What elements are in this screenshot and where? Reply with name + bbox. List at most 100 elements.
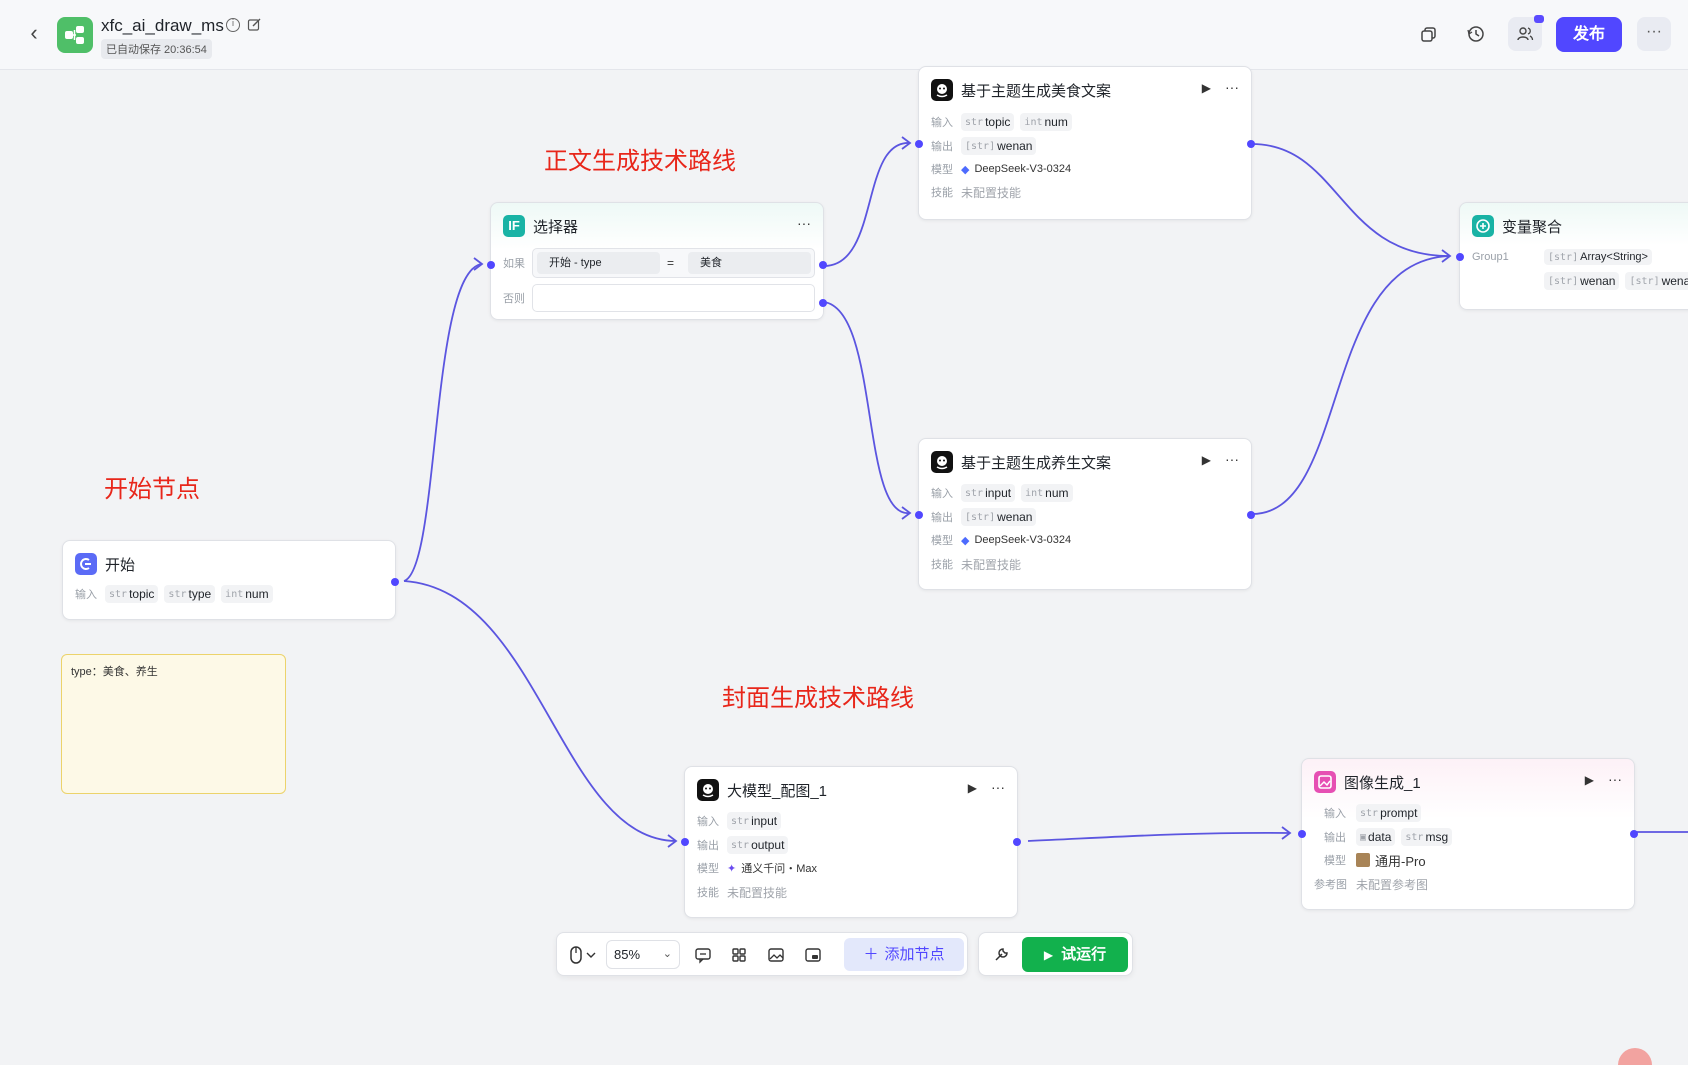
input-port[interactable] bbox=[487, 261, 495, 269]
whale-icon: ◆ bbox=[961, 534, 970, 547]
edge-start-selector bbox=[403, 263, 483, 582]
row-label: 模型 bbox=[697, 863, 719, 875]
row-label: 参考图 bbox=[1314, 879, 1347, 891]
else-output-port[interactable] bbox=[819, 299, 827, 307]
node-more-icon[interactable]: ··· bbox=[1225, 79, 1239, 95]
condition-right-operand[interactable]: 美食 bbox=[688, 252, 811, 274]
node-variable-aggregate[interactable]: 变量聚合 Group1 [str]Array<String> [str]wena… bbox=[1456, 202, 1688, 310]
node-more-icon[interactable]: ··· bbox=[797, 215, 811, 231]
model-name: ◆DeepSeek-V3-0324 bbox=[961, 534, 1072, 547]
workflow-canvas[interactable]: 正文生成技术路线 开始节点 封面生成技术路线 基于主题生成美食文案 ▶··· 输… bbox=[0, 66, 1688, 1065]
row-label: 输出 bbox=[931, 512, 953, 524]
input-port[interactable] bbox=[1298, 830, 1306, 838]
start-icon bbox=[75, 553, 97, 575]
llm-icon bbox=[931, 451, 953, 473]
assistant-avatar[interactable] bbox=[1618, 1048, 1652, 1065]
run-node-icon[interactable]: ▶ bbox=[967, 781, 977, 795]
output-port[interactable] bbox=[1247, 140, 1255, 148]
history-icon[interactable] bbox=[1463, 21, 1489, 47]
edge-selector-food bbox=[823, 142, 911, 267]
input-port[interactable] bbox=[1456, 253, 1464, 261]
input-port[interactable] bbox=[915, 140, 923, 148]
node-more-icon[interactable]: ··· bbox=[991, 779, 1005, 795]
input-port[interactable] bbox=[681, 838, 689, 846]
whale-icon: ◆ bbox=[961, 163, 970, 176]
canvas-toolbar: 85%⌄ ＋添加节点 bbox=[556, 932, 968, 976]
comment-icon[interactable] bbox=[692, 944, 714, 966]
skill-value: 未配置技能 bbox=[961, 557, 1022, 572]
copy-icon[interactable] bbox=[1416, 21, 1442, 47]
row-label: 输入 bbox=[931, 488, 953, 500]
edge-food-aggregate bbox=[1251, 143, 1451, 257]
row-label: 输入 bbox=[75, 589, 97, 601]
node-title: 开始 bbox=[105, 556, 136, 574]
row-label: 技能 bbox=[931, 559, 953, 571]
run-node-icon[interactable]: ▶ bbox=[1201, 81, 1211, 95]
node-more-icon[interactable]: ··· bbox=[1225, 451, 1239, 467]
sticky-note[interactable]: type：美食、养生 bbox=[61, 654, 286, 794]
layout-icon[interactable] bbox=[728, 944, 750, 966]
row-label: 输入 bbox=[697, 816, 719, 828]
if-label: 如果 bbox=[503, 258, 525, 270]
zoom-select[interactable]: 85%⌄ bbox=[606, 940, 680, 969]
llm-icon bbox=[697, 779, 719, 801]
output-port[interactable] bbox=[1247, 511, 1255, 519]
condition-box[interactable]: 开始 - type = 美食 bbox=[532, 248, 815, 278]
node-more-icon[interactable]: ··· bbox=[1608, 771, 1622, 787]
run-node-icon[interactable]: ▶ bbox=[1201, 453, 1211, 467]
qwen-icon: ✦ bbox=[727, 862, 737, 875]
info-icon[interactable]: i bbox=[226, 18, 240, 32]
picture-icon: ▣ bbox=[1360, 831, 1367, 843]
output-port[interactable] bbox=[1013, 838, 1021, 846]
edit-icon[interactable] bbox=[247, 17, 262, 32]
edge-health-aggregate bbox=[1251, 255, 1451, 515]
badge-dot bbox=[1534, 15, 1544, 23]
run-node-icon[interactable]: ▶ bbox=[1584, 773, 1594, 787]
collaborator-button[interactable] bbox=[1508, 15, 1544, 51]
model-avatar-icon bbox=[1356, 853, 1370, 867]
app-logo bbox=[57, 17, 93, 53]
more-options-button[interactable]: ··· bbox=[1637, 17, 1671, 51]
var-chip: [str]wenan bbox=[1625, 272, 1688, 290]
publish-button[interactable]: 发布 bbox=[1556, 17, 1622, 52]
if-output-port[interactable] bbox=[819, 261, 827, 269]
output-port[interactable] bbox=[1630, 830, 1638, 838]
condition-operator[interactable]: = bbox=[667, 256, 675, 270]
else-box[interactable] bbox=[532, 284, 815, 312]
node-title: 变量聚合 bbox=[1502, 218, 1563, 236]
row-label: 输出 bbox=[931, 141, 953, 153]
node-selector[interactable]: IF 选择器 ··· 如果 开始 - type = 美食 否则 bbox=[487, 202, 827, 320]
row-label: 输入 bbox=[1324, 808, 1346, 820]
if-icon: IF bbox=[503, 215, 525, 237]
input-port[interactable] bbox=[915, 511, 923, 519]
back-icon[interactable]: ‹ bbox=[30, 20, 38, 45]
row-label: 输出 bbox=[1324, 832, 1346, 844]
test-run-button[interactable]: ▶试运行 bbox=[1022, 937, 1128, 972]
model-name: ◆DeepSeek-V3-0324 bbox=[961, 163, 1072, 176]
minimap-icon[interactable] bbox=[802, 944, 824, 966]
model-name: 通用-Pro bbox=[1356, 851, 1426, 870]
annotation-start-node: 开始节点 bbox=[104, 475, 200, 503]
condition-left-operand[interactable]: 开始 - type bbox=[537, 252, 660, 274]
image-icon[interactable] bbox=[765, 944, 787, 966]
output-type-chip: [str]Array<String> bbox=[1544, 249, 1652, 265]
node-title: 图像生成_1 bbox=[1344, 774, 1421, 792]
wrench-icon[interactable] bbox=[990, 944, 1012, 966]
var-chip: [str]wenan bbox=[1544, 272, 1620, 290]
mouse-mode-icon[interactable] bbox=[566, 944, 600, 966]
play-icon: ▶ bbox=[1043, 948, 1054, 962]
model-name: ✦通义千问・Max bbox=[727, 862, 817, 876]
add-node-button[interactable]: ＋添加节点 bbox=[844, 938, 964, 971]
output-port[interactable] bbox=[391, 578, 399, 586]
